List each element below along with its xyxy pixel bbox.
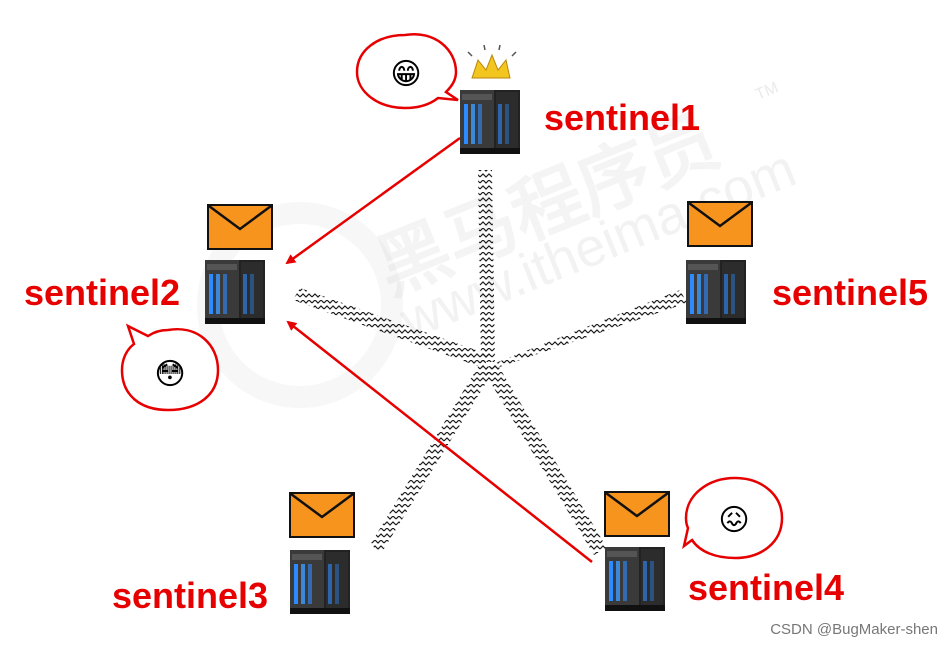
link-s3-center [370, 362, 494, 552]
link-s2-center [293, 288, 490, 368]
server-icon [686, 260, 746, 324]
node-sentinel3[interactable]: sentinel3 [112, 491, 356, 616]
vote-arrows [285, 136, 593, 563]
server-icon [460, 90, 520, 154]
confounded-emoji-icon: 😖 [718, 503, 749, 538]
link-s5-center [485, 290, 687, 372]
server-icon [290, 550, 350, 614]
node-label: sentinel4 [688, 567, 844, 608]
mail-icon [206, 203, 274, 251]
mail-icon [686, 200, 754, 248]
node-sentinel5[interactable]: sentinel5 [686, 200, 928, 324]
node-sentinel4[interactable]: 😖 sentinel4 [603, 476, 844, 611]
mail-icon [288, 491, 356, 539]
gossip-links [293, 170, 687, 555]
node-label: sentinel3 [112, 575, 268, 616]
link-s1-center [478, 170, 495, 362]
arrow-sentinel4-to-sentinel2 [286, 320, 593, 563]
node-label: sentinel2 [24, 272, 180, 313]
speech-bubble: 😖 [682, 476, 784, 560]
credit-text: CSDN @BugMaker-shen [770, 621, 938, 638]
mail-icon [603, 490, 671, 538]
flushed-emoji-icon: 😳 [154, 357, 185, 392]
server-icon [205, 260, 265, 324]
node-sentinel2[interactable]: 😳 sentinel2 [24, 203, 274, 412]
speech-bubble: 😁 [355, 32, 459, 110]
node-sentinel1[interactable]: 😁 sentinel1 [355, 32, 700, 154]
link-s4-center [483, 362, 607, 555]
crown-icon [467, 44, 517, 79]
arrow-sentinel1-to-sentinel2 [285, 136, 461, 265]
server-icon [605, 547, 665, 611]
node-label: sentinel5 [772, 272, 928, 313]
grin-emoji-icon: 😁 [390, 57, 421, 92]
speech-bubble: 😳 [120, 323, 220, 412]
watermark-tm: TM [753, 79, 781, 103]
node-label: sentinel1 [544, 97, 700, 138]
